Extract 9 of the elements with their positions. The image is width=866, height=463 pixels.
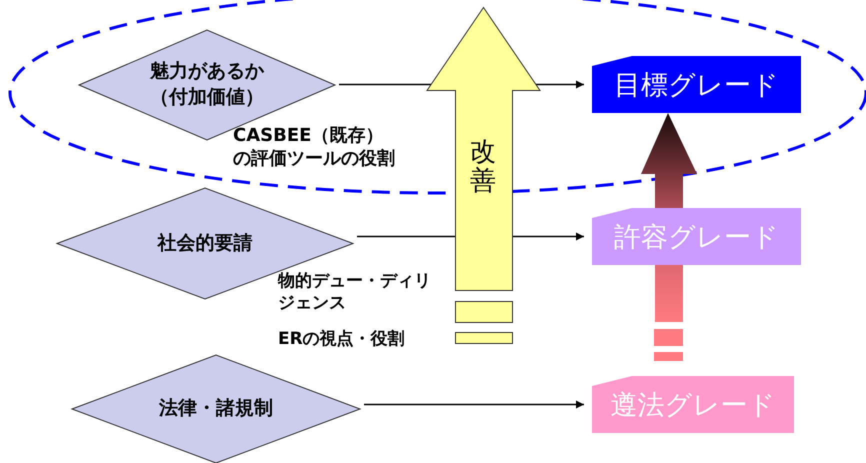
note-text: 物的デュー・ディリジェンス [278, 270, 432, 314]
note-text: ERの視点・役割 [278, 328, 406, 350]
note-text: CASBEE（既存）の評価ツールの役割 [233, 124, 396, 171]
arrow-label: 改善 [470, 138, 497, 196]
grade-box: 遵法グレード [592, 376, 794, 433]
grade-box: 目標グレード [592, 56, 801, 113]
decision-diamond: 法律・諸規制 [72, 355, 360, 463]
grade-box: 許容グレード [592, 208, 801, 265]
arrow [364, 400, 584, 408]
